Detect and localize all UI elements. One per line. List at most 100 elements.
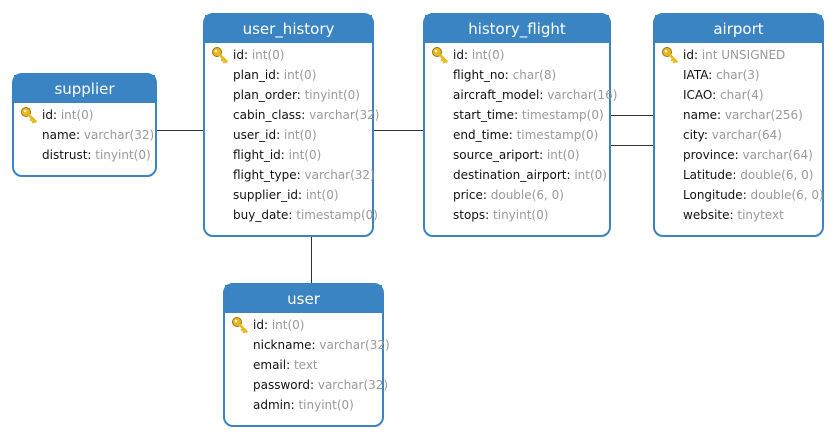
field-row[interactable]: flight_no: char(8) [425,65,609,85]
field-separator: : [290,398,299,412]
field-row[interactable]: end_time: timestamp(0) [425,125,609,145]
field-row[interactable]: cabin_class: varchar(32) [205,105,379,125]
relation-user-history-history-flight [374,130,424,131]
key-icon [21,107,37,124]
field-type: varchar(32) [319,338,390,352]
field-type: char(3) [716,68,760,82]
field-row[interactable]: name: varchar(32) [14,125,155,145]
field-type: int(0) [283,68,317,82]
field-row[interactable]: user_id: int(0) [205,125,372,145]
field-name: website [683,208,730,222]
field-row[interactable]: province: varchar(64) [655,145,822,165]
field-name: distrust [42,148,88,162]
field-type: tinyint(0) [298,398,354,412]
field-row[interactable]: Latitude: double(6, 0) [655,165,822,185]
field-type: int(0) [283,128,317,142]
field-row[interactable]: stops: tinyint(0) [425,205,609,225]
field-separator: : [301,108,310,122]
field-name: user_id [233,128,277,142]
field-row[interactable]: price: double(6, 0) [425,185,609,205]
field-row[interactable]: distrust: tinyint(0) [14,145,155,165]
field-row[interactable]: aircraft_model: varchar(16) [425,85,617,105]
field-row[interactable]: website: tinytext [655,205,822,225]
field-name: flight_no [453,68,505,82]
field-row[interactable]: id: int(0) [425,45,609,65]
field-row[interactable]: nickname: varchar(32) [225,335,390,355]
field-row[interactable]: flight_type: varchar(32) [205,165,375,185]
field-list: id: int(0)flight_no: char(8)aircraft_mod… [425,43,617,225]
field-row[interactable]: buy_date: timestamp(0) [205,205,378,225]
field-type: varchar(256) [724,108,803,122]
field-type: varchar(32) [83,128,155,142]
field-separator: : [482,188,491,202]
field-row[interactable]: ICAO: char(4) [655,85,822,105]
key-icon [662,47,678,64]
table-user[interactable]: user id: int(0)nickname: varchar(32)emai… [223,283,390,427]
field-row[interactable]: supplier_id: int(0) [205,185,372,205]
field-type: int(0) [574,168,607,182]
field-name: destination_airport [453,168,567,182]
table-supplier[interactable]: supplier id: int(0)name: varchar(32)dist… [12,73,157,177]
field-type: tinyint(0) [304,88,360,102]
field-row[interactable]: plan_order: tinyint(0) [205,85,372,105]
field-name: flight_type [233,168,297,182]
field-row[interactable]: id: int(0) [205,45,372,65]
field-row[interactable]: id: int(0) [14,105,155,125]
field-row[interactable]: id: int UNSIGNED [655,45,822,65]
field-separator: : [729,208,738,222]
field-row[interactable]: destination_airport: int(0) [425,165,609,185]
field-row[interactable]: Longitude: double(6, 0) [655,185,824,205]
field-row[interactable]: city: varchar(64) [655,125,822,145]
field-row[interactable]: source_ariport: int(0) [425,145,609,165]
field-separator: : [52,108,61,122]
field-row[interactable]: IATA: char(3) [655,65,822,85]
field-type: int(0) [271,318,305,332]
field-row[interactable]: password: varchar(32) [225,375,388,395]
field-row[interactable]: email: text [225,355,382,375]
table-history-flight[interactable]: history_flight id: int(0)flight_no: char… [423,13,617,237]
field-name: supplier_id [233,188,299,202]
field-type: timestamp(0) [516,128,599,142]
field-type: timestamp(0) [296,208,378,222]
field-name: id [683,48,694,62]
field-separator: : [566,168,575,182]
field-type: double(6, 0) [490,188,564,202]
key-icon [232,317,248,334]
field-separator: : [311,338,320,352]
field-type: varchar(64) [711,128,782,142]
field-separator: : [539,148,547,162]
field-name: Longitude [683,188,743,202]
field-separator: : [539,88,548,102]
relation-supplier-user-history [157,130,204,131]
field-separator: : [298,188,306,202]
field-type: double(6, 0) [740,168,814,182]
field-type: int(0) [471,48,505,62]
field-separator: : [276,128,284,142]
field-type: text [293,358,318,372]
field-type: int(0) [251,48,285,62]
field-type: int(0) [305,188,339,202]
field-row[interactable]: id: int(0) [225,315,382,335]
field-separator: : [243,48,252,62]
field-type: int(0) [60,108,94,122]
field-name: Latitude [683,168,733,182]
field-row[interactable]: admin: tinyint(0) [225,395,382,415]
field-name: cabin_class [233,108,302,122]
field-name: aircraft_model [453,88,540,102]
field-separator: : [508,128,517,142]
field-row[interactable]: name: varchar(256) [655,105,822,125]
table-user-history[interactable]: user_history id: int(0)plan_id: int(0)pl… [203,13,379,237]
field-type: int(0) [288,148,322,162]
field-row[interactable]: start_time: timestamp(0) [425,105,609,125]
field-type: varchar(16) [547,88,618,102]
field-type: double(6, 0) [750,188,824,202]
table-title: user [225,285,382,313]
field-separator: : [712,88,721,102]
field-name: province [683,148,735,162]
field-separator: : [703,128,712,142]
field-row[interactable]: flight_id: int(0) [205,145,372,165]
field-type: int(0) [546,148,580,162]
field-row[interactable]: plan_id: int(0) [205,65,372,85]
field-name: password [253,378,310,392]
